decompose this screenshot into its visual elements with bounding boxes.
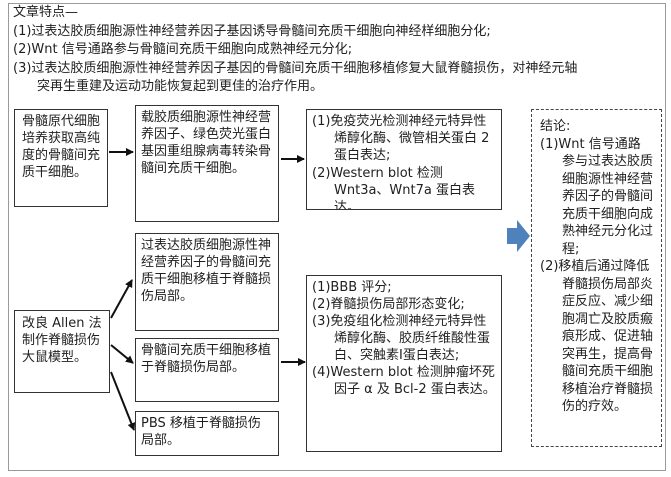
box-detection-1: (1)免疫荧光检测神经元特异性烯醇化酶、微管相关蛋白 2 蛋白表达; (2)We… — [306, 109, 502, 210]
detection2-item-2: (2)脊髓损伤局部形态变化; — [312, 297, 465, 312]
detection2-item-1: (1)BBB 评分; — [312, 280, 392, 295]
arrow-model-to-group1 — [110, 279, 133, 319]
detection1-item-1: (1)免疫荧光检测神经元特异性烯醇化酶、微管相关蛋白 2 蛋白表达; — [312, 114, 490, 163]
conclusion-box: 结论: (1)Wnt 信号通路参与过表达胶质细胞源性神经营养因子的骨髓间充质干细… — [531, 109, 662, 447]
detection2-item-3: (3)免疫组化检测神经元特异性烯醇化酶、胶质纤维酸性蛋白、突触素Ⅰ蛋白表达; — [312, 314, 491, 363]
header-line-1: (1)过表达胶质细胞源性神经营养因子基因诱导骨髓间充质干细胞向神经样细胞分化; — [13, 23, 491, 39]
conclusion-title: 结论: — [540, 119, 571, 134]
header-line-2: (2)Wnt 信号通路参与骨髓间充质干细胞向成熟神经元分化; — [13, 42, 353, 57]
arrow-model-to-group3 — [110, 371, 136, 431]
header-line-3: (3)过表达胶质细胞源性神经营养因子基因的骨髓间充质干细胞移植修复大鼠脊髓损伤，… — [13, 60, 578, 76]
box-bmsc-isolation: 骨髓原代细胞培养获取高纯度的骨髓间充质干细胞。 — [14, 109, 108, 207]
detection1-item-2: (2)Western blot 检测 Wnt3a、Wnt7a 蛋白表达。 — [312, 166, 475, 210]
conclusion-item-2: (2)移植后通过降低脊髓损伤局部炎症反应、减少细胞凋亡及胶质瘢痕形成、促进轴突再… — [540, 259, 654, 414]
header-line-4: 突再生重建及运动功能恢复起到更佳的治疗作用。 — [37, 79, 324, 94]
arrow-model-to-group2 — [110, 344, 134, 364]
box-group-gdnf-bmsc: 过表达胶质细胞源性神经营养因子的骨髓间充质干细胞移植于脊髓损伤局部。 — [135, 233, 279, 331]
box-detection-2: (1)BBB 评分; (2)脊髓损伤局部形态变化; (3)免疫组化检测神经元特异… — [306, 275, 502, 452]
box-group-pbs: PBS 移植于脊髓损伤局部。 — [135, 411, 279, 456]
box-sci-model: 改良 Allen 法制作脊髓损伤大鼠模型。 — [14, 310, 110, 393]
detection2-item-4: (4)Western blot 检测肿瘤坏死因子 α 及 Bcl-2 蛋白表达。 — [312, 365, 496, 397]
figure-frame — [8, 3, 666, 471]
features-header: 文章特点— (1)过表达胶质细胞源性神经营养因子基因诱导骨髓间充质干细胞向神经样… — [13, 4, 577, 97]
box-adenovirus-transfection: 载胶质细胞源性神经营养因子、绿色荧光蛋白基因重组腺病毒转染骨髓间充质干细胞。 — [135, 105, 279, 222]
box-group-bmsc: 骨髓间充质干细胞移植于脊髓损伤局部。 — [135, 338, 279, 402]
conclusion-item-1: (1)Wnt 信号通路参与过表达胶质细胞源性神经营养因子的骨髓间充质干细胞向成熟… — [540, 136, 654, 257]
block-arrow-to-conclusion — [507, 220, 530, 252]
header-title: 文章特点— — [13, 5, 79, 20]
